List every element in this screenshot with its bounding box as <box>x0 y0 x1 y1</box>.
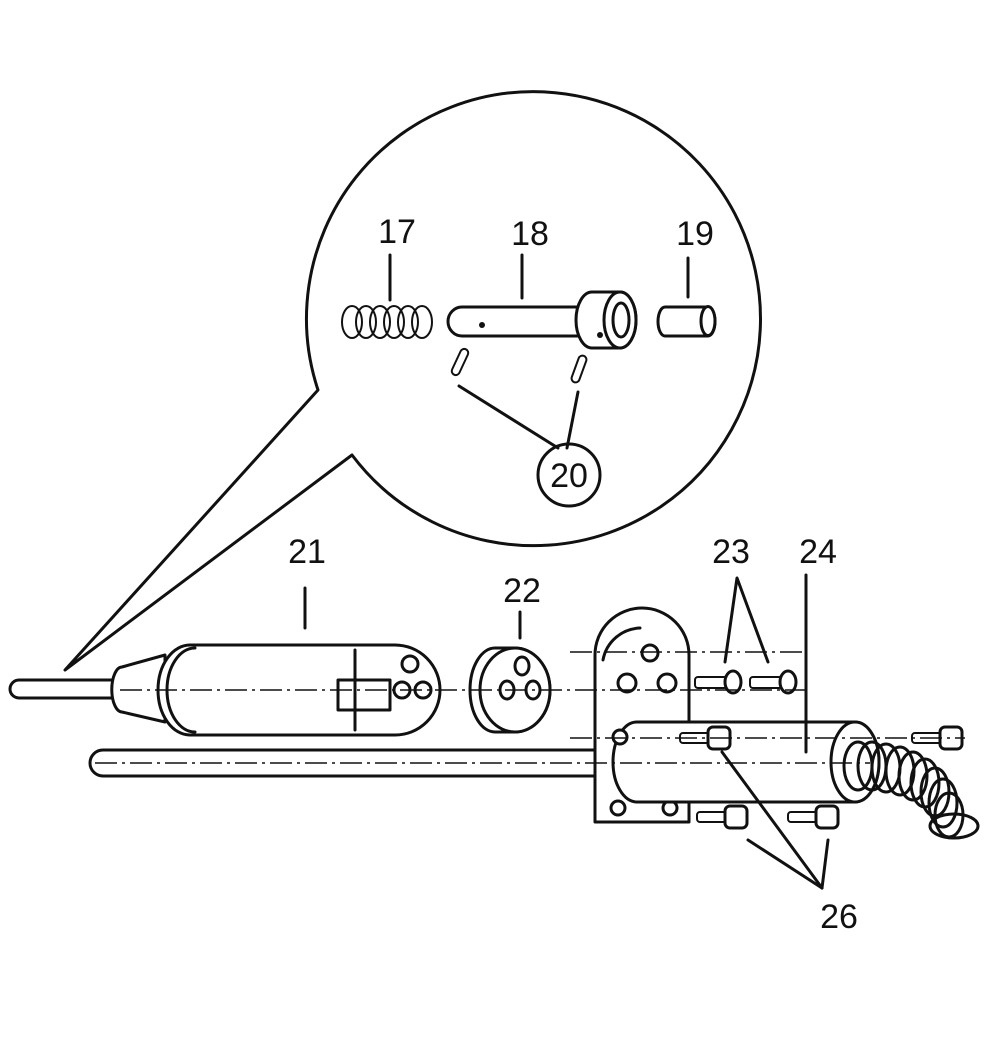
label-19: 19 <box>676 215 714 253</box>
label-23: 23 <box>712 533 750 571</box>
coil-hose <box>842 740 980 840</box>
label-17: 17 <box>378 213 416 251</box>
label-21: 21 <box>288 533 326 571</box>
part-labels: 17 18 19 20 21 22 23 24 26 <box>288 213 858 936</box>
part-20-roll-pins <box>450 347 602 508</box>
detail-callout <box>63 90 762 672</box>
callout-bubble <box>63 90 762 672</box>
label-22: 22 <box>503 572 541 610</box>
label-20-circle <box>536 442 602 508</box>
part-23-screws <box>694 576 798 695</box>
part-18-plunger <box>446 253 638 350</box>
label-18: 18 <box>511 215 549 253</box>
part-17-spring <box>341 253 433 339</box>
label-20: 20 <box>550 457 588 495</box>
part-19-sleeve <box>656 256 717 338</box>
center-lines <box>95 651 965 764</box>
label-26: 26 <box>820 898 858 936</box>
label-24: 24 <box>799 533 837 571</box>
part-22-disc <box>468 610 552 734</box>
